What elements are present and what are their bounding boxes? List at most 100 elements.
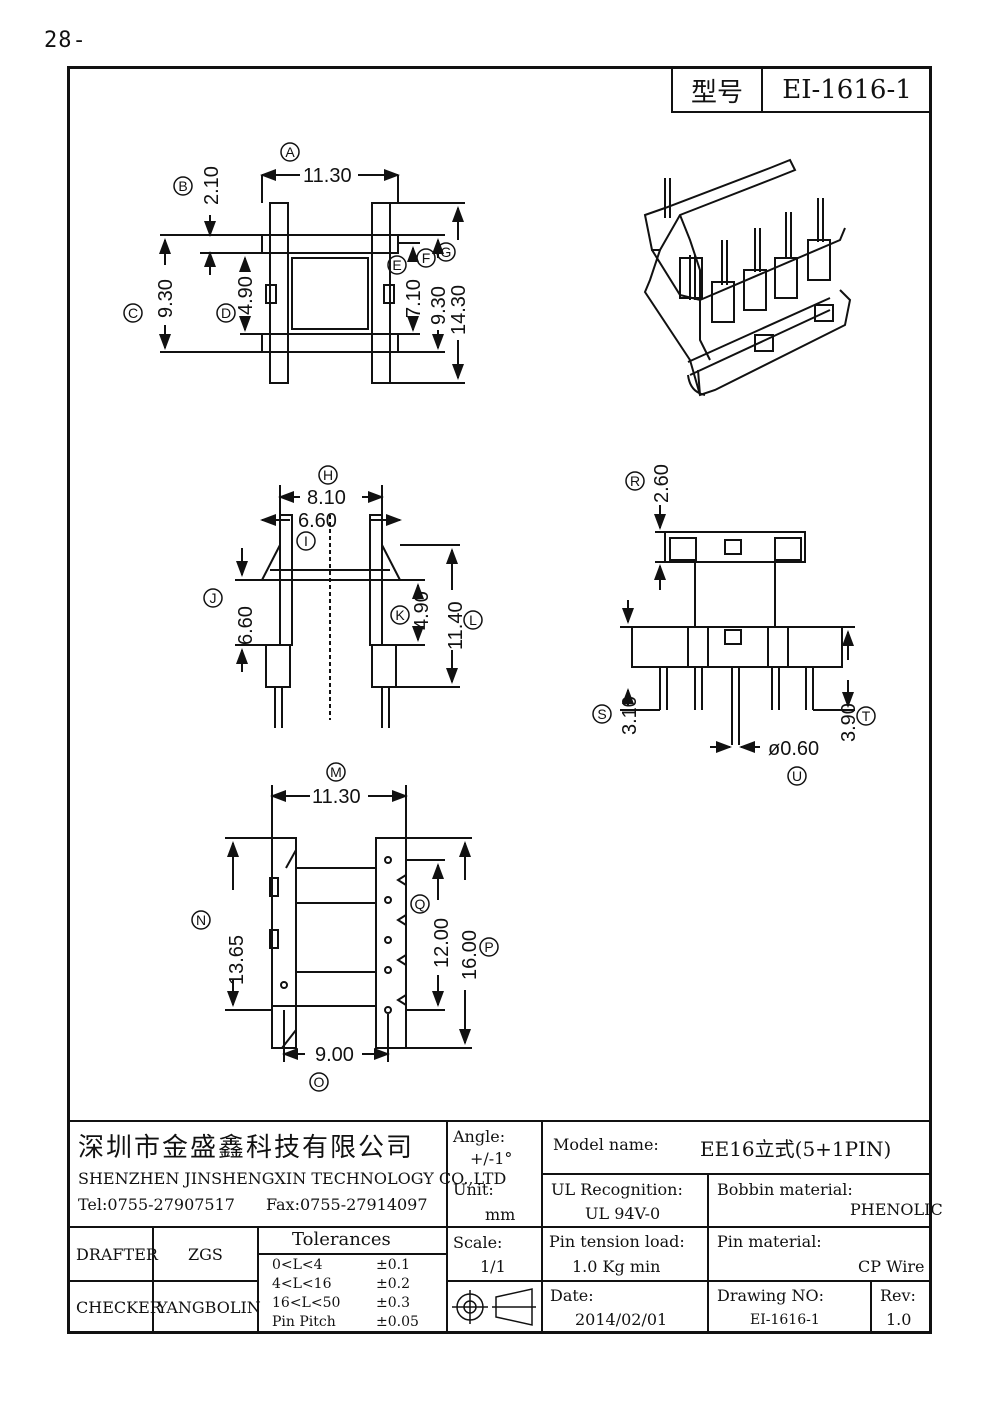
svg-text:C: C: [128, 305, 138, 321]
svg-text:P: P: [484, 939, 493, 955]
label-e-marker: E: [387, 255, 407, 275]
label-k-marker: K: [390, 605, 410, 625]
label-u-marker: U: [787, 766, 807, 786]
dim-j-value: 6.60: [235, 606, 257, 645]
svg-text:N: N: [196, 912, 206, 928]
svg-text:B: B: [178, 178, 187, 194]
pin-tension-value: 1.0 Kg min: [572, 1257, 661, 1276]
drawing-frame: [67, 66, 932, 1334]
svg-text:O: O: [314, 1074, 325, 1090]
svg-text:Q: Q: [415, 896, 426, 912]
side-view: [235, 485, 460, 728]
svg-text:G: G: [441, 244, 452, 260]
label-r-marker: R: [625, 471, 645, 491]
label-j-marker: J: [203, 588, 223, 608]
angle-label: Angle:: [453, 1127, 506, 1146]
pin-material-label: Pin material:: [717, 1232, 822, 1251]
tolerance-range-3: 16<L<50: [272, 1295, 341, 1311]
tolerance-value-1: ±0.1: [376, 1257, 410, 1273]
page-number: 28-: [44, 28, 87, 53]
svg-text:L: L: [469, 612, 477, 628]
date-label: Date:: [550, 1286, 594, 1305]
tolerance-range-4: Pin Pitch: [272, 1314, 336, 1330]
dim-m-value: 11.30: [312, 786, 361, 808]
svg-text:A: A: [285, 144, 295, 160]
label-b-marker: B: [173, 176, 193, 196]
isometric-view: [643, 158, 852, 397]
company-tel: Tel:0755-27907517: [78, 1195, 235, 1214]
svg-text:H: H: [323, 467, 333, 483]
pin-tension-label: Pin tension load:: [549, 1232, 685, 1251]
dim-e-value: 7.10: [403, 279, 425, 318]
dim-p-value: 16.00: [459, 930, 481, 980]
dim-b-value: 2.10: [201, 166, 223, 205]
label-d-marker: D: [216, 303, 236, 323]
rev-value: 1.0: [886, 1310, 912, 1329]
checker-value: YANGBOLIN: [157, 1298, 261, 1317]
checker-label: CHECKER: [76, 1298, 162, 1317]
company-name-cn: 深圳市金盛鑫科技有限公司: [78, 1133, 415, 1163]
svg-text:U: U: [792, 768, 802, 784]
label-c-marker: C: [123, 303, 143, 323]
dim-k-value: 4.90: [411, 591, 433, 630]
date-value: 2014/02/01: [575, 1310, 668, 1329]
svg-text:K: K: [395, 607, 405, 623]
dim-g-value: 14.30: [448, 285, 470, 335]
model-number-box: 型号 EI-1616-1: [671, 69, 931, 113]
dim-a-value: 11.30: [303, 165, 352, 187]
ul-recognition-value: UL 94V-0: [585, 1204, 661, 1223]
rev-label: Rev:: [880, 1286, 916, 1305]
dim-i-value: 6.60: [298, 510, 337, 532]
drafter-value: ZGS: [188, 1245, 223, 1264]
tolerance-range-2: 4<L<16: [272, 1276, 332, 1292]
top-view: [159, 169, 465, 384]
tolerance-value-4: ±0.05: [376, 1314, 419, 1330]
svg-text:T: T: [862, 708, 871, 724]
svg-text:I: I: [304, 533, 308, 549]
scale-value: 1/1: [480, 1257, 506, 1276]
label-g-marker: G: [436, 242, 456, 262]
label-o-marker: O: [309, 1072, 329, 1092]
unit-label: Unit:: [453, 1180, 494, 1199]
dim-q-value: 12.00: [431, 918, 453, 968]
dim-u-value: ø0.60: [768, 738, 819, 760]
dim-d-value: 4.90: [235, 276, 257, 315]
company-name-en: SHENZHEN JINSHENGXIN TECHNOLOGY CO.,LTD: [78, 1169, 507, 1188]
dim-o-value: 9.00: [315, 1044, 354, 1066]
drafter-label: DRAFTER: [76, 1245, 158, 1264]
tolerance-range-1: 0<L<4: [272, 1257, 323, 1273]
svg-text:M: M: [330, 764, 342, 780]
dim-f-value: 9.30: [428, 286, 450, 325]
bobbin-material-value: PHENOLIC: [850, 1200, 943, 1219]
bobbin-material-label: Bobbin material:: [717, 1180, 853, 1199]
angle-value: +/-1°: [470, 1149, 513, 1168]
model-number-label: 型号: [673, 69, 763, 111]
svg-text:E: E: [392, 257, 401, 273]
tolerance-value-3: ±0.3: [376, 1295, 410, 1311]
projection-symbol-icon: [452, 1288, 536, 1326]
label-f-marker: F: [416, 248, 436, 268]
dim-s-value: 3.10: [619, 696, 641, 735]
front-view: [620, 505, 855, 753]
svg-text:S: S: [597, 706, 606, 722]
svg-text:D: D: [221, 305, 231, 321]
label-a-marker: A: [280, 142, 300, 162]
label-n-marker: N: [191, 910, 211, 930]
unit-value: mm: [485, 1205, 516, 1224]
model-number-value: EI-1616-1: [782, 75, 912, 105]
label-t-marker: T: [856, 706, 876, 726]
bottom-view: [225, 785, 472, 1062]
drawing-no-value: EI-1616-1: [750, 1312, 820, 1328]
label-l-marker: L: [463, 610, 483, 630]
label-i-marker: I: [296, 531, 316, 551]
dim-c-value: 9.30: [155, 279, 177, 318]
svg-text:R: R: [630, 473, 640, 489]
svg-text:J: J: [210, 590, 217, 606]
model-name-label: Model name:: [553, 1135, 659, 1154]
drawing-no-label: Drawing NO:: [717, 1286, 824, 1305]
label-p-marker: P: [479, 937, 499, 957]
dim-t-value: 3.90: [838, 703, 860, 742]
ul-recognition-label: UL Recognition:: [551, 1180, 683, 1199]
model-name-value: EE16立式(5+1PIN): [700, 1137, 892, 1161]
